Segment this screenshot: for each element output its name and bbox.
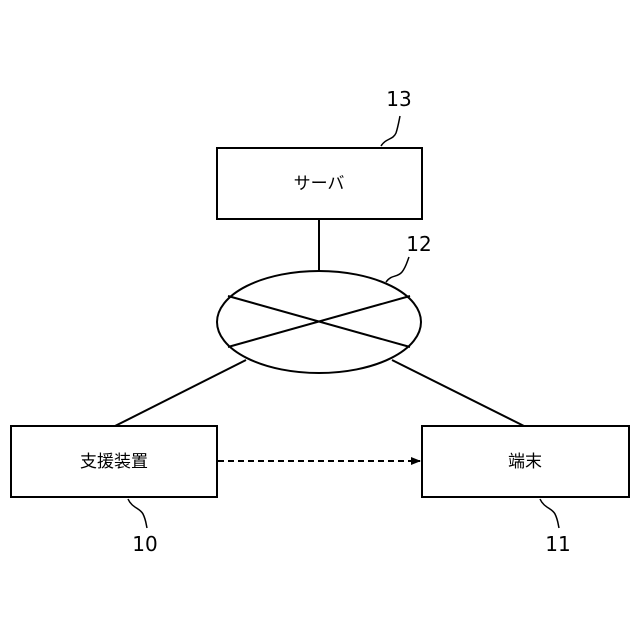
network-ref-number: 12 bbox=[406, 232, 431, 256]
network-terminal-link bbox=[392, 360, 524, 426]
support-device-ref-number: 10 bbox=[132, 532, 157, 556]
support-device-node: 支援装置 bbox=[11, 426, 217, 497]
network-support-device-link bbox=[115, 360, 246, 426]
server-ref-number: 13 bbox=[386, 87, 411, 111]
network-ref-leader bbox=[386, 257, 409, 282]
terminal-ref-leader bbox=[540, 499, 559, 528]
terminal-node: 端末 bbox=[422, 426, 629, 497]
server-label: サーバ bbox=[294, 174, 345, 194]
server-node: サーバ bbox=[217, 148, 422, 219]
server-ref-leader bbox=[381, 116, 400, 146]
network-node bbox=[217, 271, 421, 373]
terminal-label: 端末 bbox=[508, 452, 542, 472]
terminal-ref-number: 11 bbox=[545, 532, 570, 556]
support-device-label: 支援装置 bbox=[80, 452, 148, 472]
support-device-ref-leader bbox=[128, 499, 147, 528]
